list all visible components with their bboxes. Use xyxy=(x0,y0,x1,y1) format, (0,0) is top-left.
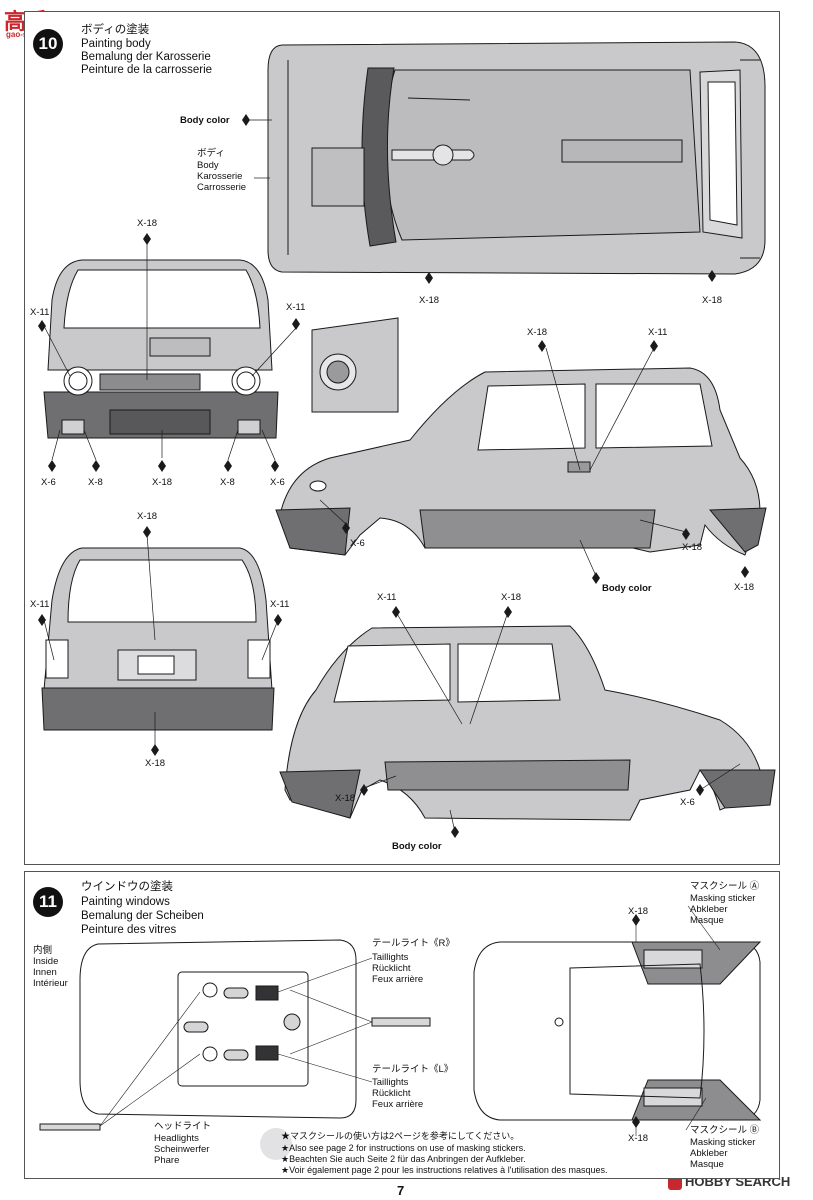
inside-de: Innen xyxy=(33,967,57,978)
paint-x18-top-right: X-18 xyxy=(702,295,723,306)
step-11-number: 11 xyxy=(33,887,63,917)
body-color-label-top: Body color xyxy=(180,115,230,126)
step-10-title-en: Painting body xyxy=(81,38,151,50)
step-10-title-jp: ボディの塗装 xyxy=(81,24,150,36)
taillight-r-fr: Feux arrière xyxy=(372,974,424,985)
taillight-l-en: Taillights xyxy=(372,1077,409,1088)
side-window-rear xyxy=(595,383,713,449)
step-10-number: 10 xyxy=(33,29,63,59)
paint-x18-mask-a: X-18 xyxy=(628,906,649,917)
paint-x18-rear-top: X-18 xyxy=(137,511,158,522)
front-hood-scoop xyxy=(149,337,211,357)
rear-view-window xyxy=(67,559,257,623)
mask-a-fr: Masque xyxy=(690,915,724,926)
window-roof-center xyxy=(569,963,705,1099)
mask-b-en: Masking sticker xyxy=(690,1137,756,1148)
step-10-title-de: Bemalung der Karosserie xyxy=(81,51,211,63)
paint-x8-front-right: X-8 xyxy=(220,477,235,488)
inside-en: Inside xyxy=(33,956,59,967)
paint-x18-side-rear: X-18 xyxy=(734,582,755,593)
side2-window-front xyxy=(333,643,451,703)
mask-a-en: Masking sticker xyxy=(690,893,756,904)
paint-x11-side2: X-11 xyxy=(377,592,397,603)
mask-b-de: Abkleber xyxy=(690,1148,728,1159)
paint-x11-side-window: X-11 xyxy=(648,327,668,338)
side-window-front xyxy=(477,383,586,451)
body-color-label-bottom: Body color xyxy=(392,841,442,852)
taillight-l-de: Rücklicht xyxy=(372,1088,411,1099)
note-de: ★Beachten Sie auch Seite 2 für das Anbri… xyxy=(281,1154,526,1164)
inside-fr: Intérieur xyxy=(33,978,68,989)
mask-a-jp: マスクシール Ⓐ xyxy=(690,881,760,892)
taillight-r xyxy=(255,985,279,1001)
front-grille xyxy=(99,373,201,391)
headlight-fr: Phare xyxy=(154,1155,180,1166)
paint-x18-mask-b: X-18 xyxy=(628,1133,649,1144)
step-11-title-de: Bemalung der Scheiben xyxy=(81,910,204,922)
mask-b-fr: Masque xyxy=(690,1159,724,1170)
mask-a-de: Abkleber xyxy=(690,904,728,915)
taillight-l xyxy=(255,1045,279,1061)
step-11-title-jp: ウインドウの塗装 xyxy=(81,881,173,893)
top-view-windshield xyxy=(361,67,397,247)
rear-bumper xyxy=(41,687,275,731)
note-jp: ★マスクシールの使い方は2ページを参考にしてください。 xyxy=(281,1131,520,1141)
paint-x11-rear-right: X-11 xyxy=(270,599,290,610)
side2-lower-stripe xyxy=(384,759,631,791)
side-lower-stripe xyxy=(419,509,656,549)
paint-x18-side2-front: X-18 xyxy=(335,793,356,804)
paint-x18-side2: X-18 xyxy=(501,592,522,603)
note-en: ★Also see page 2 for instructions on use… xyxy=(281,1143,526,1153)
body-part-fr: Carrosserie xyxy=(197,182,247,193)
note-fr: ★Voir également page 2 pour les instruct… xyxy=(281,1165,608,1175)
taillight-l-jp: テールライト《L》 xyxy=(372,1064,454,1075)
top-view-hood-scoop xyxy=(311,147,365,207)
headlight-en: Headlights xyxy=(154,1133,199,1144)
taillight-r-en: Taillights xyxy=(372,952,409,963)
paint-x6-side2-rear: X-6 xyxy=(680,797,695,808)
paint-x8-front-left: X-8 xyxy=(88,477,103,488)
paint-x6-side-front: X-6 xyxy=(350,538,365,549)
headlight-jp: ヘッドライト xyxy=(154,1121,212,1132)
step-10-title-fr: Peinture de la carrosserie xyxy=(81,64,213,76)
inside-jp: 内側 xyxy=(33,945,53,956)
paint-x6-front-right: X-6 xyxy=(270,477,285,488)
mask-b-jp: マスクシール Ⓑ xyxy=(690,1125,760,1136)
taillight-r-de: Rücklicht xyxy=(372,963,411,974)
body-part-en: Body xyxy=(197,160,219,171)
headlight-de: Scheinwerfer xyxy=(154,1144,210,1155)
paint-x18-side-skirt: X-18 xyxy=(682,542,703,553)
front-view-windshield xyxy=(63,269,261,329)
paint-x18-front-top: X-18 xyxy=(137,218,158,229)
paint-x18-top-left: X-18 xyxy=(419,295,440,306)
taillight-r-jp: テールライト《R》 xyxy=(372,938,455,949)
paint-x11-front-left: X-11 xyxy=(30,307,50,318)
paint-x18-rear-bottom: X-18 xyxy=(145,758,166,769)
window-part-inside xyxy=(79,939,357,1119)
paint-x18-front-bottom: X-18 xyxy=(152,477,173,488)
body-color-label-side: Body color xyxy=(602,583,652,594)
taillight-l-fr: Feux arrière xyxy=(372,1099,424,1110)
step-11-title-fr: Peinture des vitres xyxy=(81,924,177,936)
side2-window-rear xyxy=(457,643,561,703)
step-11-title-en: Painting windows xyxy=(81,896,170,908)
body-part-jp: ボディ xyxy=(197,148,225,159)
paint-x11-front-right: X-11 xyxy=(286,302,306,313)
page-number: 7 xyxy=(397,1183,405,1198)
paint-x6-front-left: X-6 xyxy=(41,477,56,488)
paint-x18-side-window: X-18 xyxy=(527,327,548,338)
body-part-de: Karosserie xyxy=(197,171,243,182)
paint-x11-rear-left: X-11 xyxy=(30,599,50,610)
